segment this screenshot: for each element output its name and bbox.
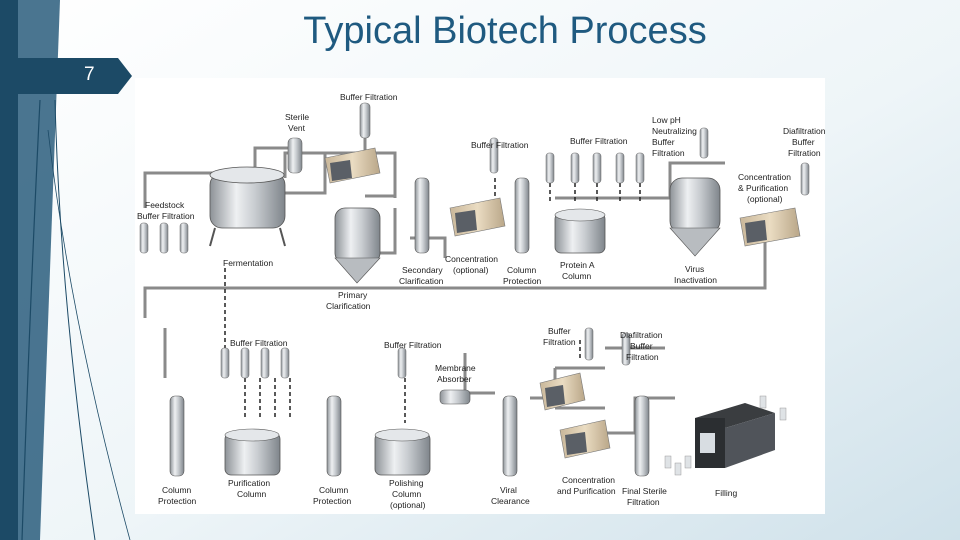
label-final-sterile-filtration: Final Sterile — [622, 486, 667, 496]
purification-buffer-filters — [220, 347, 290, 379]
primary-clarification-tank — [334, 207, 381, 284]
label-column-protection-b2: Column — [319, 485, 349, 495]
label-conc-purification-optional: (optional) — [747, 194, 783, 204]
label-conc-purification-optional: & Purification — [738, 183, 788, 193]
label-feedstock: Buffer Filtration — [137, 211, 195, 221]
sterile-vent-filter — [287, 137, 303, 174]
label-buffer-filtration-mid: Buffer Filtration — [471, 140, 529, 150]
label-fermentation: Fermentation — [223, 258, 273, 268]
label-column-protection-top: Protection — [503, 276, 542, 286]
polishing-column — [374, 347, 431, 476]
buffer-filter-unit — [359, 102, 371, 139]
label-conc-purification-optional: Concentration — [738, 172, 791, 182]
sidebar-strip — [0, 0, 18, 540]
label-purification-column: Purification — [228, 478, 270, 488]
label-secondary-clarification: Secondary — [402, 265, 443, 275]
label-low-ph: Buffer — [652, 137, 675, 147]
label-protein-a: Protein A — [560, 260, 595, 270]
label-viral-clearance: Clearance — [491, 496, 530, 506]
membrane-absorber — [439, 389, 471, 405]
final-sterile-filter — [634, 395, 650, 477]
decorative-line — [54, 99, 96, 540]
slide-title: Typical Biotech Process — [303, 10, 707, 52]
label-polishing-column: Polishing — [389, 478, 424, 488]
label-primary-clarification: Primary — [338, 290, 368, 300]
label-diafiltration-bottom: Buffer — [630, 341, 653, 351]
decorative-line — [21, 99, 41, 540]
label-column-protection-b1: Protection — [158, 496, 197, 506]
label-final-sterile-filtration: Filtration — [627, 497, 660, 507]
label-sterile-vent: Sterile — [285, 112, 309, 122]
label-viral-clearance: Viral — [500, 485, 517, 495]
viral-clearance-filter — [502, 395, 518, 477]
primary-cassette — [324, 147, 381, 184]
sidebar-wedge — [18, 0, 60, 540]
column-protection-filter-b2 — [326, 395, 342, 477]
label-primary-clarification: Clarification — [326, 301, 371, 311]
label-column-protection-b1: Column — [162, 485, 192, 495]
purification-column — [224, 428, 281, 476]
label-purification-column: Column — [237, 489, 267, 499]
label-column-protection-top: Column — [507, 265, 537, 275]
label-buffer-filtration-br: Filtration — [543, 337, 576, 347]
feedstock-filters — [139, 222, 189, 254]
label-diafiltration-bottom: Filtration — [626, 352, 659, 362]
label-low-ph: Low pH — [652, 115, 681, 125]
virus-inactivation-tank — [669, 177, 721, 257]
decorative-line — [47, 129, 131, 540]
label-sterile-vent: Vent — [288, 123, 306, 133]
conc-purification-cassette — [739, 162, 810, 247]
label-protein-a: Column — [562, 271, 592, 281]
label-low-ph: Filtration — [652, 148, 685, 158]
label-diafiltration-top: Buffer — [792, 137, 815, 147]
cassette-bottom-2 — [559, 419, 611, 459]
label-buffer-filtration-top: Buffer Filtration — [340, 92, 398, 102]
label-low-ph: Neutralizing — [652, 126, 697, 136]
secondary-clarification-column — [414, 177, 430, 254]
label-polishing-column: Column — [392, 489, 422, 499]
label-diafiltration-top: Filtration — [788, 148, 821, 158]
column-protection-filter — [514, 177, 530, 254]
label-buffer-filtration-pa: Buffer Filtration — [570, 136, 628, 146]
label-virus-inactivation: Virus — [685, 264, 704, 274]
label-buffer-filtration-bl: Buffer Filtration — [230, 338, 288, 348]
column-protection-filter-b1 — [169, 395, 185, 477]
label-concentration-purification-b: and Purification — [557, 486, 616, 496]
label-membrane-absorber: Absorber — [437, 374, 472, 384]
label-diafiltration-bottom: Diafiltration — [620, 330, 663, 340]
label-feedstock: Feedstock — [145, 200, 185, 210]
label-buffer-filtration-bm: Buffer Filtration — [384, 340, 442, 350]
buffer-dashed-lines — [224, 178, 641, 448]
label-column-protection-b2: Protection — [313, 496, 352, 506]
cassette-bottom-1 — [539, 327, 631, 411]
concentration-cassette — [449, 137, 506, 237]
label-concentration-optional: Concentration — [445, 254, 498, 264]
protein-a-column — [554, 208, 606, 254]
label-concentration-optional: (optional) — [453, 265, 489, 275]
filling-machine — [664, 395, 787, 476]
label-filling: Filling — [715, 488, 737, 498]
label-buffer-filtration-br: Buffer — [548, 326, 571, 336]
process-diagram: Buffer Filtration Sterile Vent Feedstock… — [135, 78, 825, 514]
label-secondary-clarification: Clarification — [399, 276, 444, 286]
label-diafiltration-top: Diafiltration — [783, 126, 825, 136]
fermentation-tank — [209, 166, 286, 247]
slide-number: 7 — [84, 64, 95, 85]
page-number-banner — [18, 58, 132, 94]
diagram-labels: Buffer Filtration Sterile Vent Feedstock… — [137, 92, 825, 510]
label-polishing-column: (optional) — [390, 500, 426, 510]
label-concentration-purification-b: Concentration — [562, 475, 615, 485]
label-membrane-absorber: Membrane — [435, 363, 476, 373]
protein-a-buffer-filters — [545, 127, 709, 184]
label-virus-inactivation: Inactivation — [674, 275, 717, 285]
